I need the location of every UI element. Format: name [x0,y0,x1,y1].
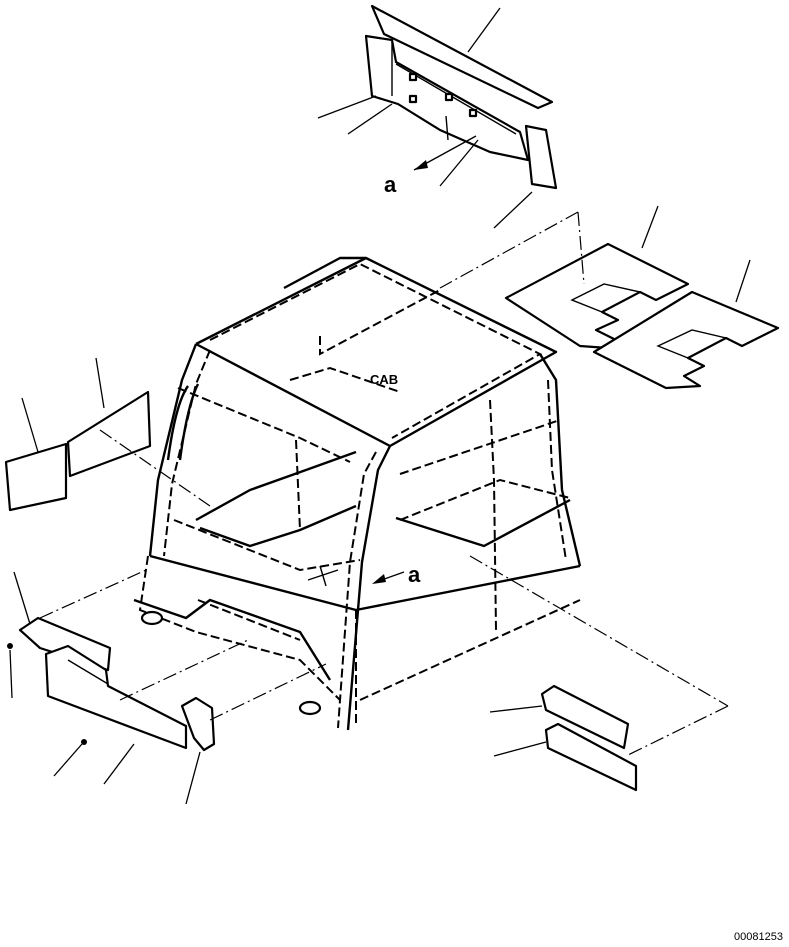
rear-upper-panel-group [364,4,558,190]
view-marker-front: a [408,562,421,587]
leader-lines-top [317,7,533,229]
view-marker-top: a [384,172,397,197]
lower-front-panels [18,616,216,752]
rear-top-sheet [370,4,554,110]
left-side-panels [4,390,152,512]
cab-label: CAB [370,372,398,387]
rear-side-block [524,124,558,190]
roof-mat-right [592,290,780,390]
cab-frame [133,256,582,731]
right-lower-panels [540,684,638,792]
drawing-number: 00081253 [734,931,783,943]
